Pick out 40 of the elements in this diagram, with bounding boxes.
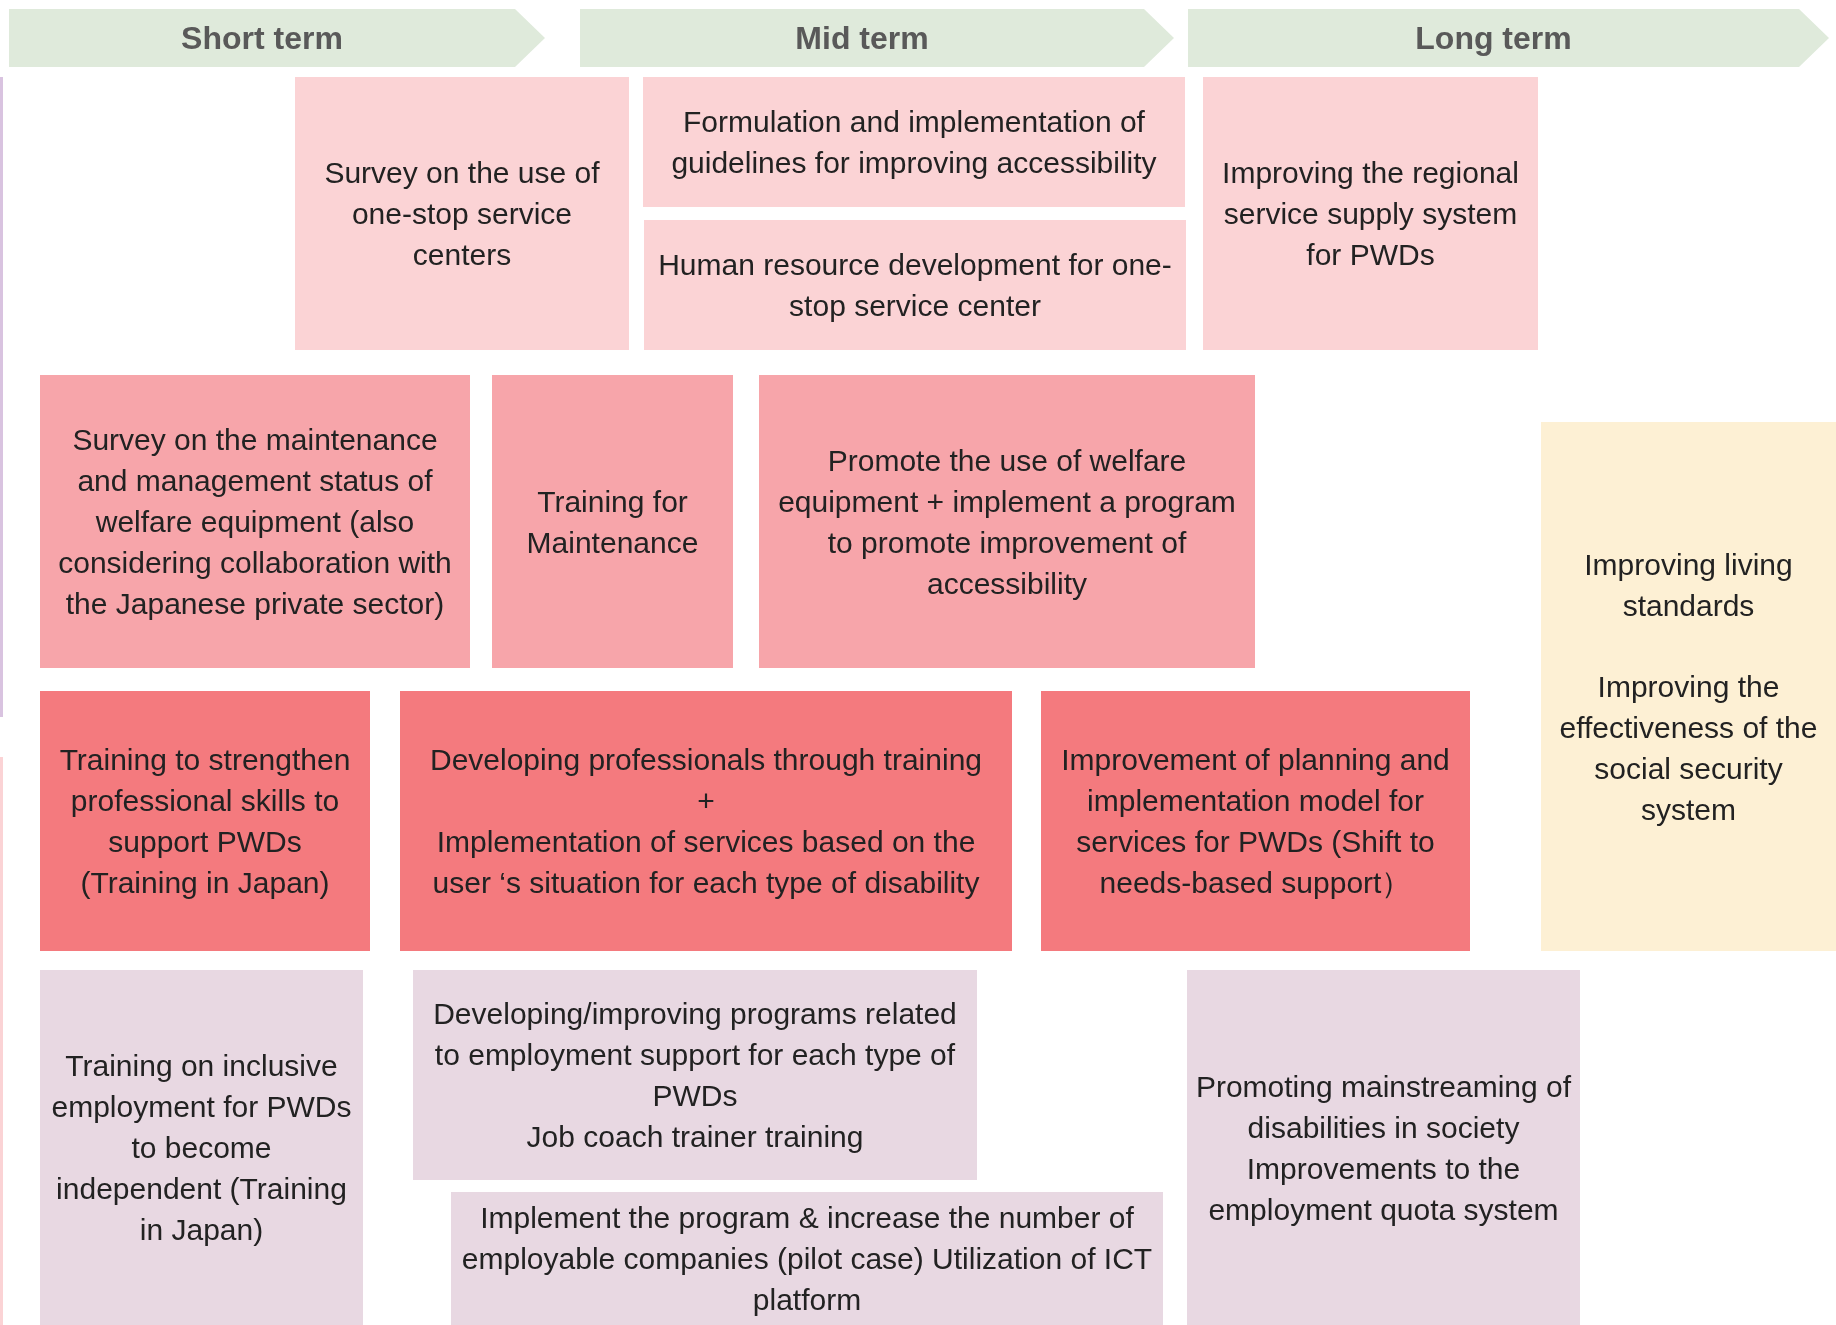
activity-box: [413, 970, 977, 1180]
activity-text: Improving the effectiveness of the social security system: [1558, 668, 1819, 828]
activity-text: Survey on the use of one-stop service centers: [323, 155, 601, 273]
stage-title: Short term: [181, 19, 344, 58]
activity-text: Developing professionals through training: [430, 742, 982, 778]
activity-text: Training for Maintenance: [525, 483, 700, 561]
stage-chevron: [9, 9, 545, 67]
activity-text: Human resource development for one-stop service center: [657, 247, 1173, 324]
activity-text: Survey on the maintenance and management status of welfare equipment (also considering collaboration with the Japanese private sector): [57, 422, 453, 622]
activity-box: [1187, 970, 1580, 1325]
stage-chevron: [580, 9, 1174, 67]
activity-text: Improvement of planning and implementation model for services for PWDs (Shift to needs-based support）: [1060, 742, 1451, 901]
activity-text: Formulation and implementation of guidelines for improving accessibility: [670, 104, 1158, 181]
activity-box: [643, 77, 1185, 207]
activity-box: [40, 375, 470, 668]
activity-text: +: [697, 783, 715, 819]
activity-text: Improving living standards: [1583, 546, 1794, 624]
activity-text: Improving the regional service supply system for PWDs: [1221, 155, 1520, 273]
stage-title: Long term: [1415, 19, 1573, 58]
activity-box: [644, 220, 1186, 350]
activity-box: [40, 970, 363, 1325]
activity-text: Promoting mainstreaming of disabilities in society: [1195, 1068, 1572, 1146]
activity-box: [1041, 691, 1470, 951]
activity-box: [40, 691, 370, 951]
activity-text: Improvements to the employment quota system: [1207, 1150, 1560, 1228]
activity-text: Training on inclusive employment for PWDs to become independent (Training in Japan): [50, 1048, 353, 1248]
stage-chevron: [1188, 9, 1829, 67]
activity-text: Training to strengthen professional skills to support PWDs (Training in Japan): [58, 742, 352, 901]
activity-text: Job coach trainer training: [526, 1119, 864, 1155]
activity-text: Implementation of services based on the user ‘s situation for each type of disability: [431, 824, 981, 901]
activity-box: [492, 375, 733, 668]
activity-box: [759, 375, 1255, 668]
activity-box: [295, 77, 629, 350]
activity-text: Promote the use of welfare equipment + implement a program to promote improvement of accessibility: [777, 442, 1237, 602]
activity-box: [400, 691, 1012, 951]
activity-box: [1541, 422, 1836, 951]
activity-text: Developing/improving programs related to employment support for each type of PWDs: [432, 996, 958, 1114]
activity-box: [1203, 77, 1538, 350]
stage-title: Mid term: [795, 19, 930, 58]
activity-text: Implement the program & increase the number of employable companies (pilot case) Utilization of ICT platform: [460, 1200, 1154, 1318]
